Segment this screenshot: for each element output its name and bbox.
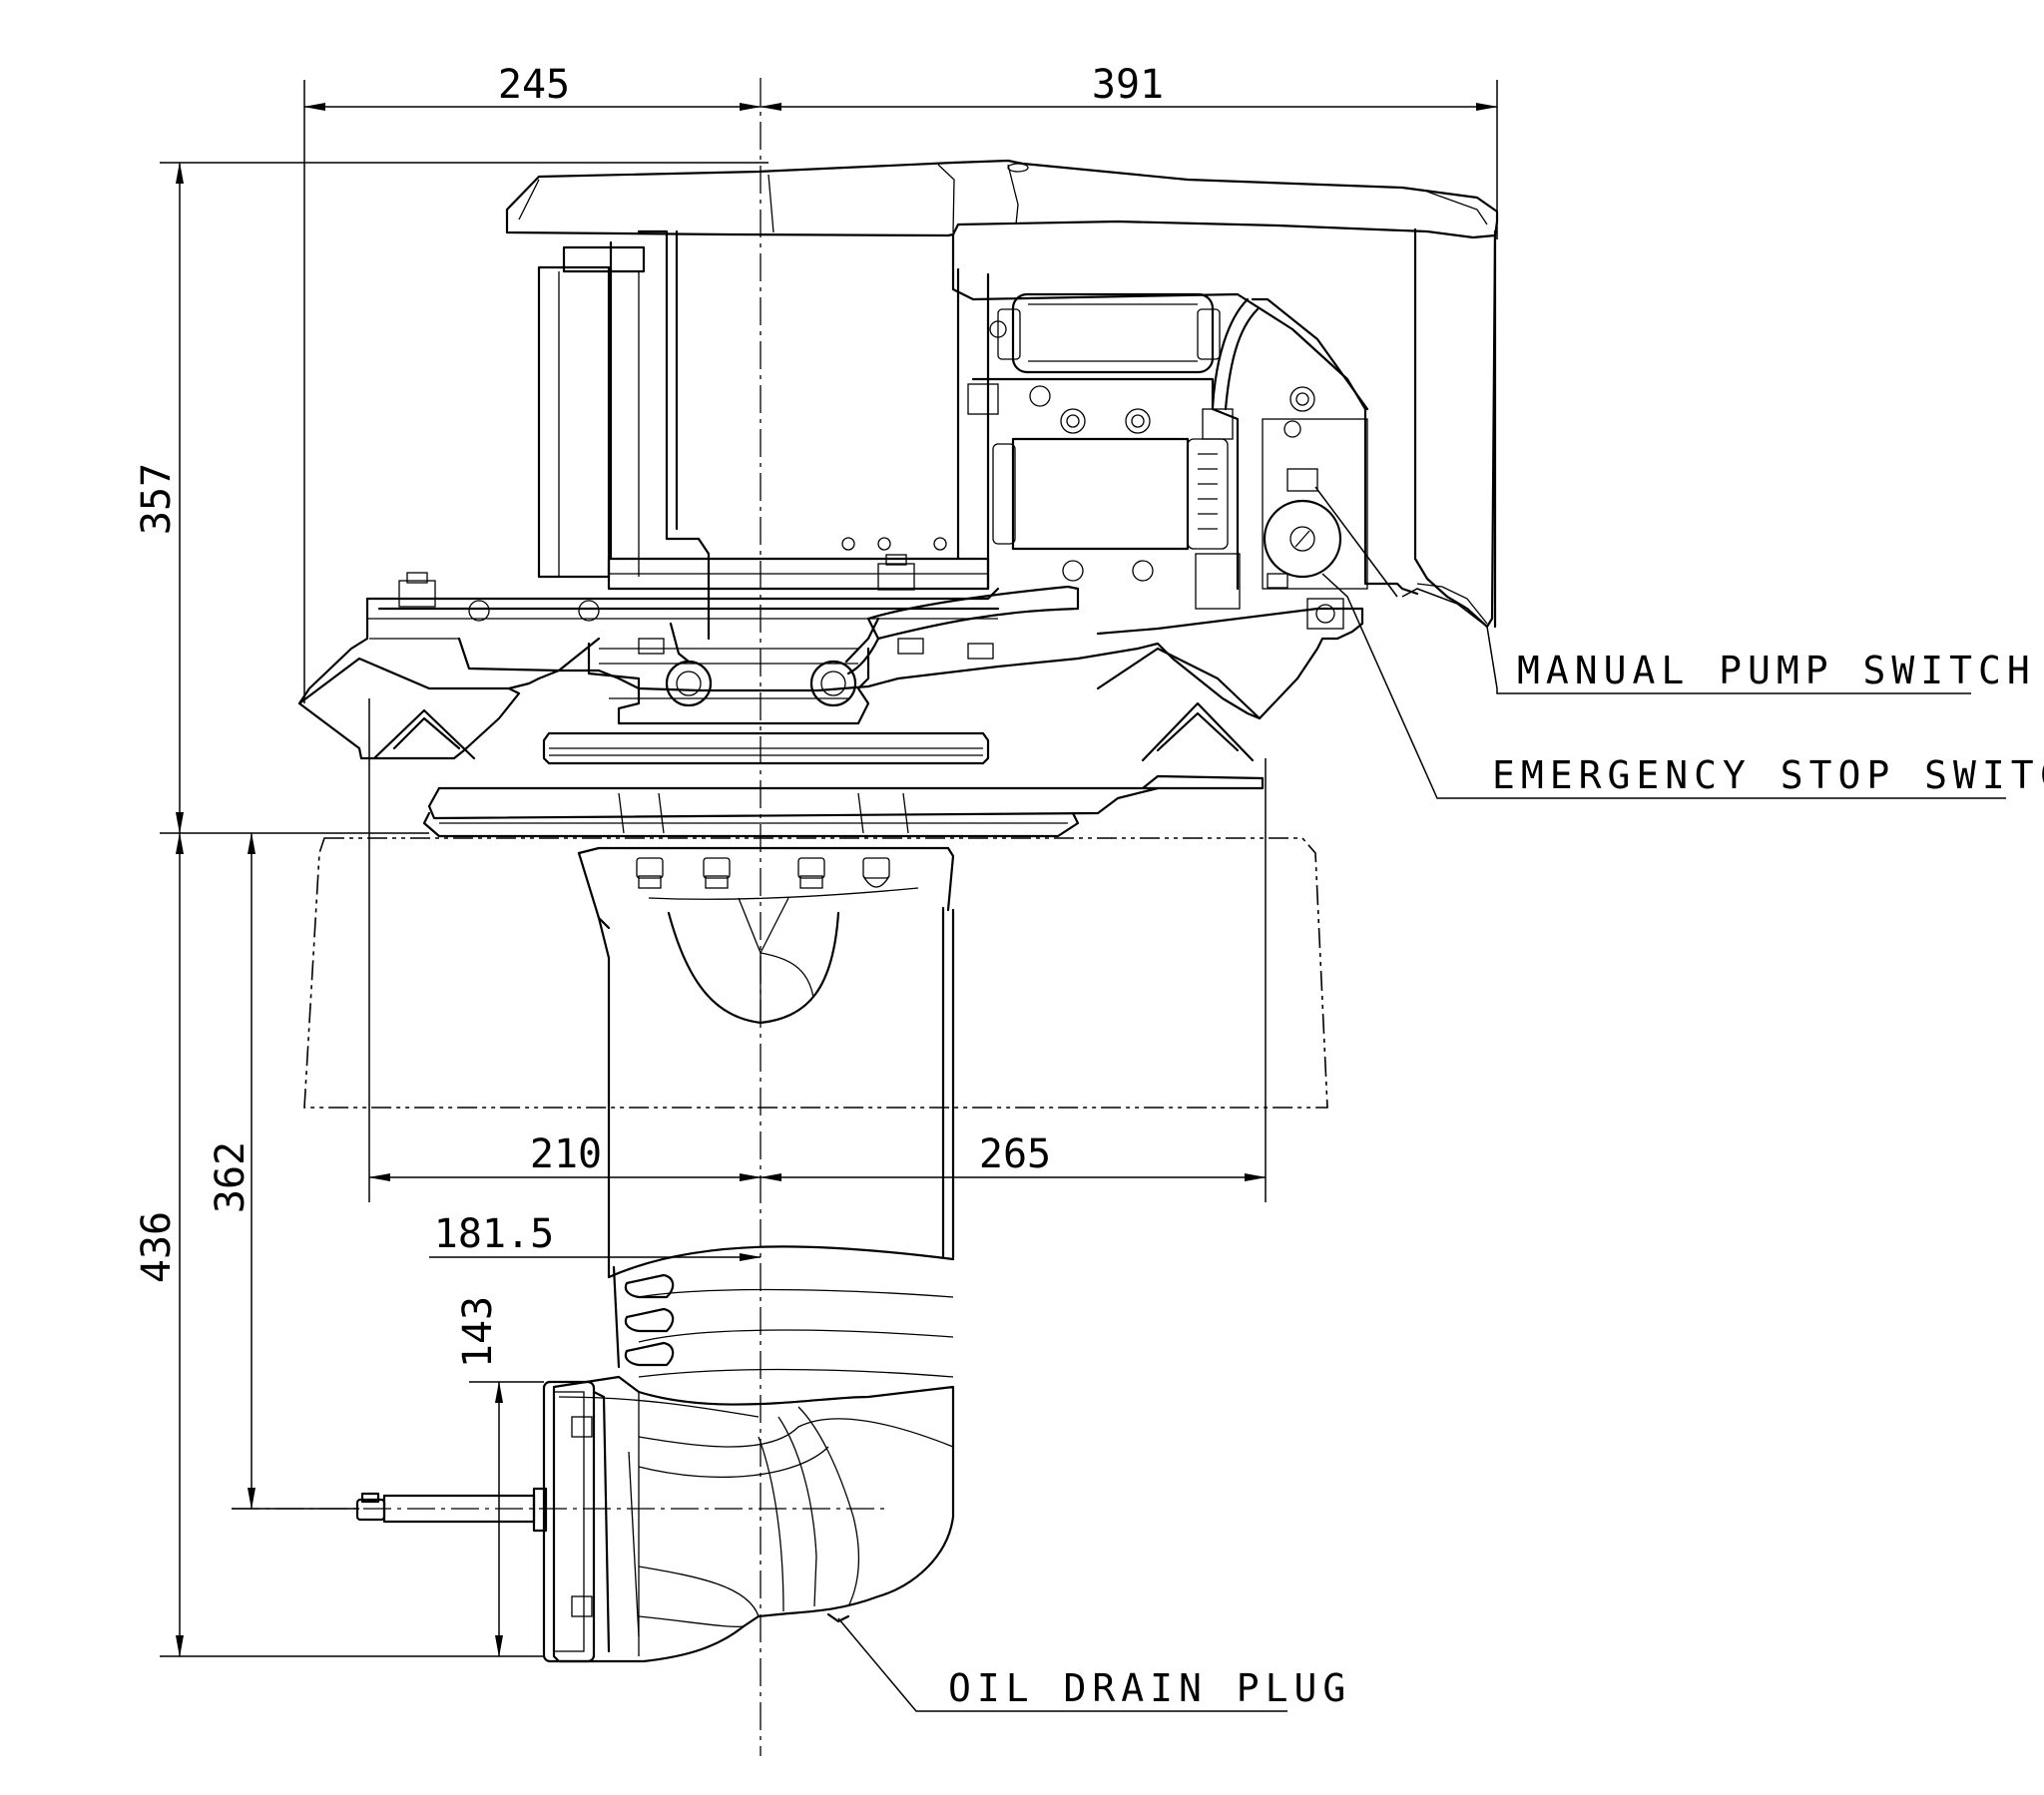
dim-shaft-height: 143 <box>455 1296 501 1368</box>
dim-upper-height: 357 <box>134 463 180 535</box>
dim-top-left: 245 <box>498 62 570 108</box>
dim-lower-height: 436 <box>134 1211 180 1283</box>
drive-leg <box>355 846 955 1663</box>
pump-assembly <box>846 292 1369 675</box>
dim-top-right: 391 <box>1092 62 1164 108</box>
callouts: MANUAL PUMP SWITCH EMERGENCY STOP SWITCH… <box>837 486 2044 1712</box>
dimension-labels: 245 391 357 436 362 143 210 265 181.5 <box>134 62 1164 1368</box>
callout-oil-drain-plug: OIL DRAIN PLUG <box>948 1666 1351 1710</box>
callout-emergency-stop-switch: EMERGENCY STOP SWITCH <box>1492 753 2044 797</box>
dim-base-left: 210 <box>530 1131 602 1177</box>
dim-leg-width: 181.5 <box>434 1211 554 1257</box>
mounting-base <box>297 554 1364 838</box>
dimension-lines <box>160 80 1498 1657</box>
callout-manual-pump-switch: MANUAL PUMP SWITCH <box>1517 649 2036 692</box>
dim-base-right: 265 <box>979 1131 1051 1177</box>
dim-leg-height: 362 <box>208 1141 254 1213</box>
hull-phantom-outline <box>303 837 1328 1109</box>
electric-motor <box>537 229 990 641</box>
